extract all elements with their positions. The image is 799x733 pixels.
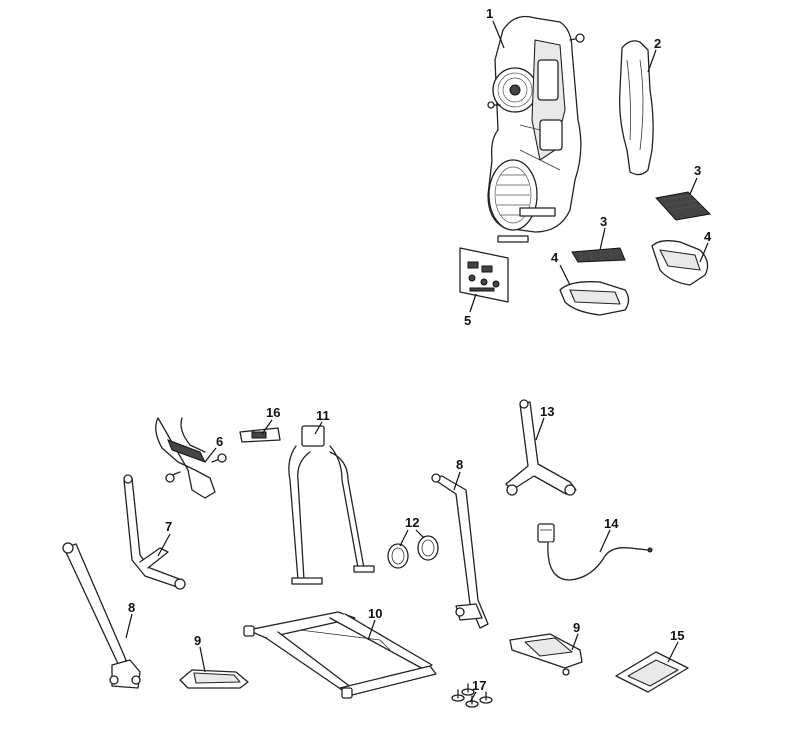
callout-1: 1 <box>486 6 493 21</box>
leader-15 <box>667 641 679 663</box>
part-11-upright-frame <box>288 425 375 585</box>
callout-15: 15 <box>670 628 684 643</box>
part-13-y-link <box>505 399 577 496</box>
part-4-pedal-tray-left <box>559 281 630 316</box>
callout-10: 10 <box>368 606 382 621</box>
callout-11: 11 <box>316 408 330 423</box>
callout-6: 6 <box>216 434 223 449</box>
leader-4b <box>699 242 709 263</box>
leader-2 <box>647 49 657 73</box>
leader-17 <box>469 691 477 703</box>
part-14-power-adapter <box>537 523 653 581</box>
part-3-pedal-grip-left <box>571 247 626 263</box>
part-12-caps <box>387 535 439 569</box>
part-2-side-shroud <box>619 40 654 176</box>
part-5-control-panel-plate <box>459 247 509 303</box>
leader-1 <box>492 20 505 49</box>
callout-9a: 9 <box>194 633 201 648</box>
leader-9a <box>199 646 206 673</box>
leader-9b <box>571 633 579 651</box>
leader-4a <box>559 264 571 286</box>
leader-6 <box>204 447 217 463</box>
part-9-foot-plate-right <box>509 633 583 676</box>
leader-11 <box>314 421 323 435</box>
leader-8b <box>453 471 461 491</box>
leader-13 <box>535 417 545 441</box>
part-17-leveling-feet <box>451 683 493 708</box>
callout-12: 12 <box>405 515 419 530</box>
leader-3b <box>689 177 698 195</box>
callout-3a: 3 <box>600 214 607 229</box>
part-8-long-arm-right <box>431 473 489 629</box>
callout-8a: 8 <box>128 600 135 615</box>
callout-7: 7 <box>165 519 172 534</box>
leader-3a <box>599 227 606 251</box>
leader-5 <box>469 293 477 313</box>
callout-14: 14 <box>604 516 619 531</box>
leader-16 <box>261 419 273 435</box>
leader-12b <box>415 529 425 539</box>
part-1-main-frame-housing <box>487 15 585 243</box>
leader-14 <box>599 529 611 553</box>
callout-13: 13 <box>540 404 554 419</box>
part-6-console-handlebar <box>155 417 227 499</box>
callout-9b: 9 <box>573 620 580 635</box>
callout-3b: 3 <box>694 163 701 178</box>
callout-5: 5 <box>464 313 471 328</box>
part-3-pedal-grip-right <box>655 191 712 221</box>
callout-16: 16 <box>266 405 280 420</box>
part-10-base-frame <box>243 611 437 699</box>
part-15-manual <box>615 651 689 693</box>
callout-17: 17 <box>472 678 486 693</box>
part-4-pedal-tray-right <box>651 240 709 286</box>
leader-8a <box>125 613 133 639</box>
part-9-foot-plate-left <box>179 669 249 689</box>
leader-12a <box>399 529 409 547</box>
leader-7 <box>157 533 171 557</box>
callout-4a: 4 <box>551 250 559 265</box>
leader-10 <box>367 619 376 641</box>
callout-8b: 8 <box>456 457 463 472</box>
part-7-pedal-arm <box>123 474 186 590</box>
callout-4b: 4 <box>704 229 712 244</box>
callout-2: 2 <box>654 36 661 51</box>
part-16-bracket <box>239 427 281 443</box>
part-8-long-arm-left <box>62 542 141 689</box>
